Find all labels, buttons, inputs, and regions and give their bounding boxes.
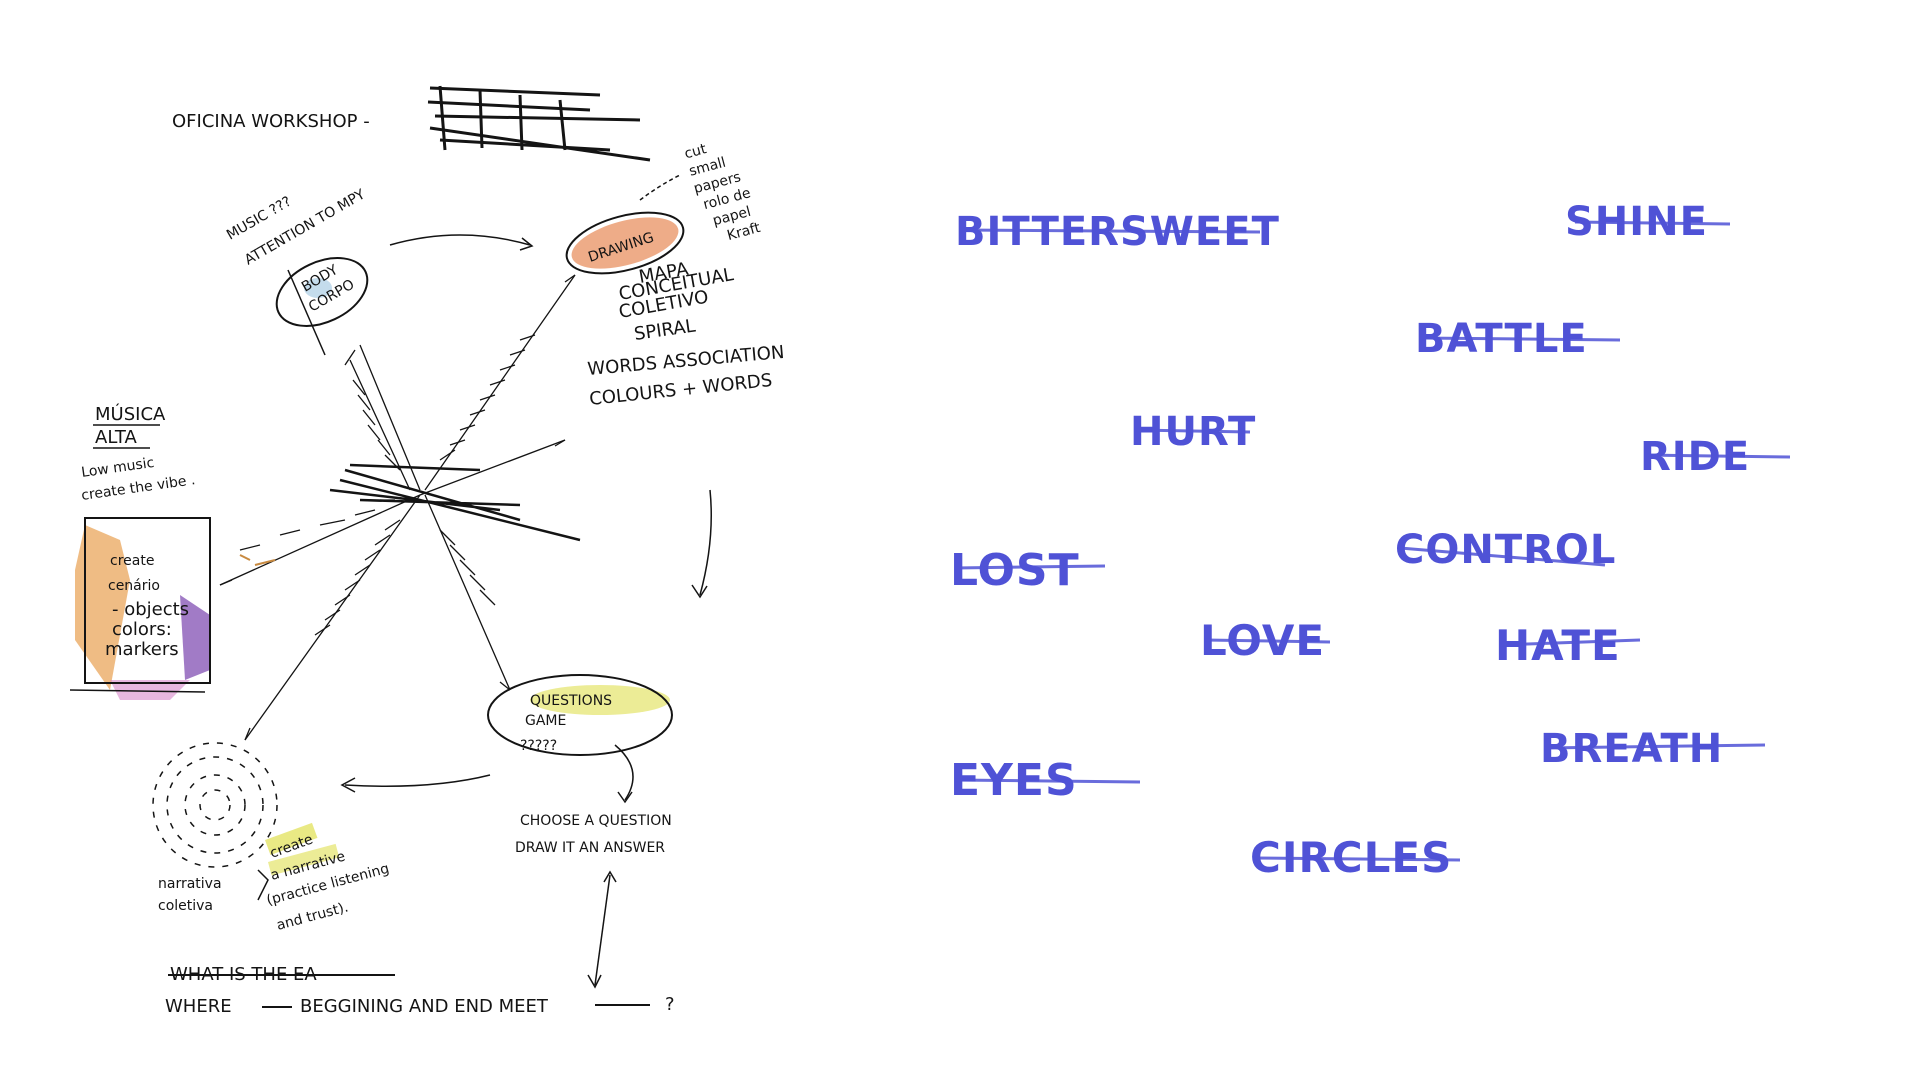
word-cloud: BITTERSWEET SHINE BATTLE HURT RIDE LOST …: [950, 199, 1791, 882]
body-node: BODY CORPO: [275, 257, 369, 356]
svg-text:SPIRAL: SPIRAL: [633, 316, 697, 345]
scribbled-title: [427, 85, 651, 162]
questions-node: QUESTIONS GAME ?????: [487, 674, 673, 756]
workshop-sketch: OFICINA WORKSHOP - cut small papers rolo…: [69, 85, 786, 1017]
svg-text:MÚSICA: MÚSICA: [95, 403, 166, 425]
supply-notes: cut small papers rolo de papel Kraft: [683, 141, 763, 244]
svg-text:?: ?: [665, 994, 675, 1015]
central-burst: [219, 274, 581, 741]
svg-text:CHOOSE A QUESTION: CHOOSE A QUESTION: [520, 813, 672, 829]
svg-text:coletiva: coletiva: [158, 898, 213, 914]
svg-text:GAME: GAME: [525, 713, 566, 729]
music-attention-notes: MUSIC ??? ATTENTION TO MPY: [224, 186, 368, 268]
svg-text:create: create: [110, 553, 154, 569]
svg-text:colors:: colors:: [112, 619, 172, 640]
marker-strokes: [954, 220, 1791, 862]
spiral-drawing: [152, 742, 278, 868]
questions-label: QUESTIONS: [530, 693, 612, 709]
svg-text:ALTA: ALTA: [95, 427, 137, 448]
svg-text:narrativa: narrativa: [158, 876, 222, 892]
svg-text:Low music: Low music: [80, 455, 155, 481]
svg-text:BEGGINING AND END MEET: BEGGINING AND END MEET: [300, 996, 549, 1017]
word-lost: LOST: [950, 545, 1080, 596]
svg-text:markers: markers: [105, 639, 179, 660]
svg-text:ATTENTION TO MPY: ATTENTION TO MPY: [242, 186, 368, 268]
create-narrative-notes: create a narrative (practice listening a…: [265, 822, 391, 934]
narrativa-notes: narrativa coletiva: [158, 869, 269, 914]
svg-text:DRAW IT AN ANSWER: DRAW IT AN ANSWER: [515, 840, 665, 856]
svg-text:WHERE: WHERE: [165, 996, 232, 1017]
choose-notes: CHOOSE A QUESTION DRAW IT AN ANSWER: [515, 813, 672, 856]
svg-text:?????: ?????: [520, 738, 557, 754]
svg-text:and trust).: and trust).: [275, 899, 350, 934]
svg-text:- objects: - objects: [112, 599, 189, 620]
sketch-title: OFICINA WORKSHOP -: [172, 111, 370, 132]
bottom-question: WHAT IS THE EA WHERE BEGGINING AND END M…: [165, 964, 675, 1017]
svg-text:cenário: cenário: [108, 578, 160, 594]
svg-text:cut: cut: [683, 141, 709, 162]
musica-alta-note: MÚSICA ALTA Low music create the vibe .: [80, 403, 196, 504]
drawing-notes: MAPA CONCEITUAL COLETIVO SPIRAL WORDS AS…: [587, 258, 786, 410]
cenario-box: create cenário - objects colors: markers: [69, 517, 211, 700]
drawing-node: DRAWING: [565, 211, 685, 275]
